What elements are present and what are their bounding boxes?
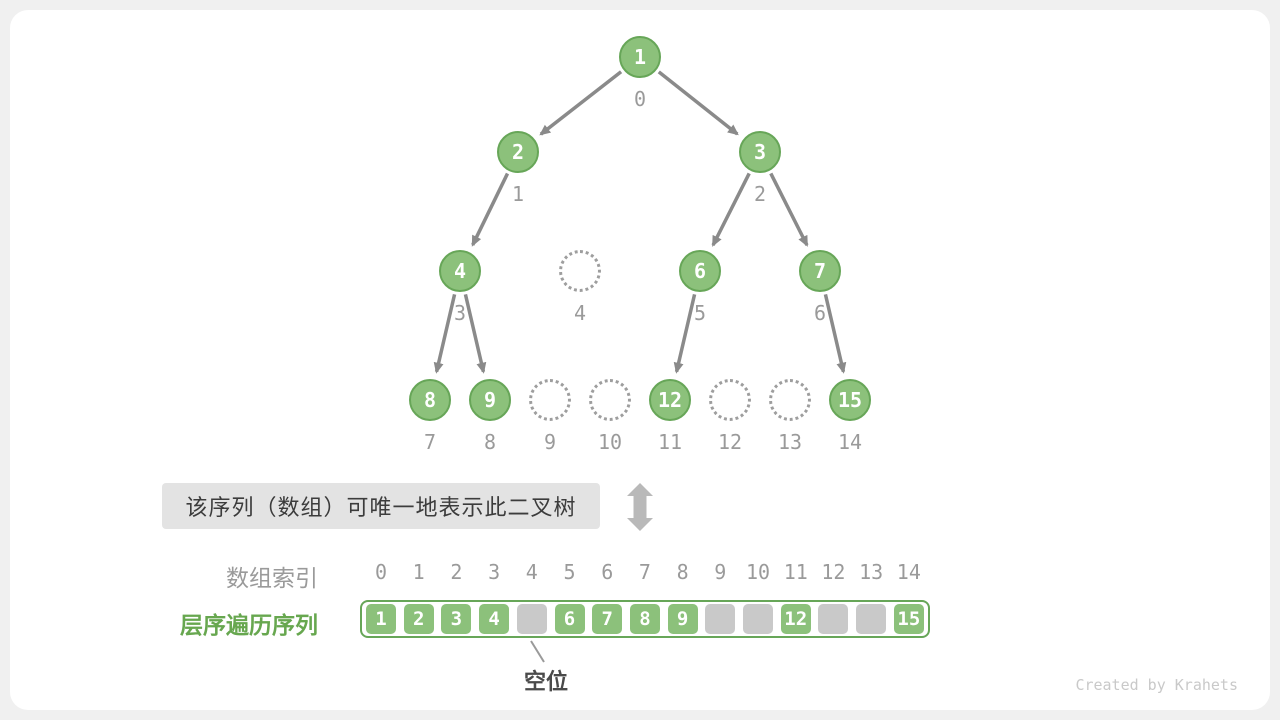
tree-node: 2	[497, 131, 539, 173]
node-index-label: 13	[777, 430, 803, 454]
tree-node: 9	[469, 379, 511, 421]
array-cell: 8	[629, 604, 660, 634]
tree-node: 12	[649, 379, 691, 421]
array-index: 3	[488, 560, 501, 584]
tree-node-empty	[589, 379, 631, 421]
array-cell: 9	[667, 604, 698, 634]
node-index-label: 2	[753, 182, 767, 206]
sequence-label: 层序遍历序列	[180, 613, 318, 639]
array-index: 2	[450, 560, 463, 584]
array-index: 11	[783, 560, 808, 584]
array-cell: 1	[366, 604, 396, 634]
tree-node: 4	[439, 250, 481, 292]
node-index-label: 12	[717, 430, 743, 454]
node-index-label: 8	[483, 430, 497, 454]
tree-node: 6	[679, 250, 721, 292]
array-index: 10	[745, 560, 771, 584]
caption-text: 该序列（数组）可唯一地表示此二叉树	[185, 496, 577, 521]
node-index-label: 0	[633, 87, 647, 111]
array-index: 12	[821, 560, 846, 584]
array-cell: 12	[780, 604, 811, 634]
diagram-card	[10, 10, 1270, 710]
array-cell-empty	[856, 604, 887, 634]
array-index: 5	[563, 560, 576, 584]
node-index-label: 11	[657, 430, 683, 454]
array-index: 7	[638, 560, 651, 584]
node-index-label: 6	[813, 301, 827, 325]
tree-node: 8	[409, 379, 451, 421]
node-index-label: 1	[511, 182, 525, 206]
array-index: 14	[896, 560, 921, 584]
array-index: 6	[601, 560, 614, 584]
empty-slot-label: 空位	[523, 670, 568, 695]
array-cell-empty	[743, 604, 774, 634]
array-index-label: 数组索引	[226, 566, 318, 592]
array-cell: 7	[592, 604, 623, 634]
node-index-label: 4	[573, 301, 587, 325]
array-cell: 2	[403, 604, 434, 634]
tree-node-empty	[559, 250, 601, 292]
node-index-label: 9	[543, 430, 557, 454]
tree-node: 3	[739, 131, 781, 173]
node-index-label: 14	[837, 430, 863, 454]
array-index: 13	[859, 560, 884, 584]
array-index: 4	[525, 560, 538, 584]
tree-node-empty	[709, 379, 751, 421]
tree-node: 7	[799, 250, 841, 292]
caption-box: 该序列（数组）可唯一地表示此二叉树	[162, 483, 600, 529]
array-index: 9	[714, 560, 727, 584]
node-index-label: 7	[423, 430, 437, 454]
array-cell-empty	[818, 604, 849, 634]
array-cell: 4	[479, 604, 510, 634]
node-index-label: 3	[453, 301, 467, 325]
tree-node: 15	[829, 379, 871, 421]
array-cell-empty	[705, 604, 736, 634]
watermark: Created by Krahets	[1075, 676, 1238, 694]
array-cell: 3	[441, 604, 472, 634]
array-index: 1	[412, 560, 425, 584]
node-index-label: 5	[693, 301, 707, 325]
tree-node-empty	[529, 379, 571, 421]
array-index: 8	[676, 560, 689, 584]
up-down-arrow-icon	[627, 483, 653, 531]
tree-node-empty	[769, 379, 811, 421]
array-cell: 15	[893, 604, 924, 634]
array-cell: 6	[554, 604, 585, 634]
array-index: 0	[374, 560, 388, 584]
tree-node: 1	[619, 36, 661, 78]
array-cell-empty	[516, 604, 547, 634]
node-index-label: 10	[597, 430, 623, 454]
